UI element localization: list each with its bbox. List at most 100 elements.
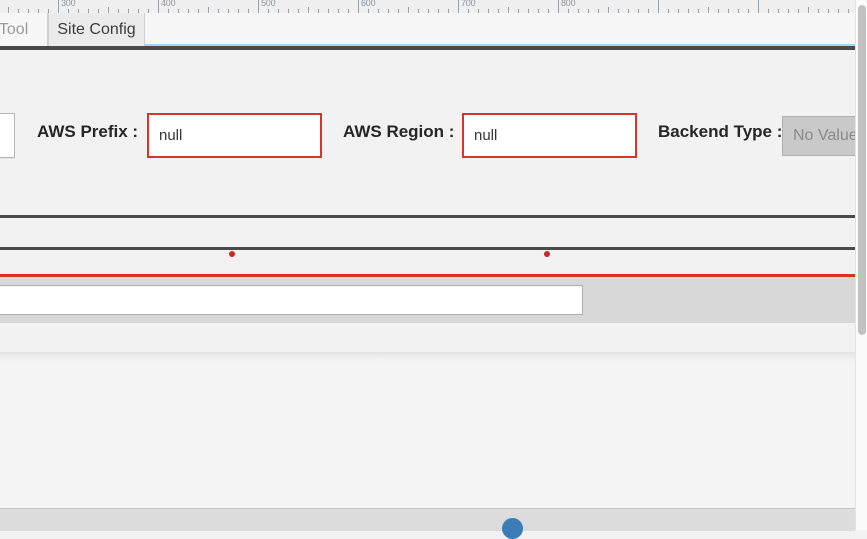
- ruler-tick: [498, 9, 499, 13]
- config-panel: AWS Prefix : null AWS Region : null Back…: [0, 46, 867, 352]
- ruler-label: 400: [161, 0, 176, 8]
- ruler-tick: [48, 9, 49, 13]
- ruler-tick: [318, 9, 319, 13]
- ruler-tick: [248, 9, 249, 13]
- ruler-tick: [278, 9, 279, 13]
- ruler-tick: [778, 9, 779, 13]
- ruler-tick: [8, 7, 9, 13]
- ruler-tick: [688, 9, 689, 13]
- message-band: [0, 277, 855, 323]
- ruler-tick: [288, 9, 289, 13]
- tab-label: y Tool: [0, 20, 29, 38]
- ruler-tick: [508, 7, 509, 13]
- aws-config-form-row: AWS Prefix : null AWS Region : null Back…: [0, 105, 867, 257]
- ruler-tick: [68, 9, 69, 13]
- ruler-tick: [628, 9, 629, 13]
- ruler-tick: [378, 9, 379, 13]
- ruler-tick: [78, 9, 79, 13]
- tab-site-config[interactable]: Site Config: [48, 13, 145, 46]
- aws-region-label: AWS Region :: [343, 122, 455, 141]
- ruler-tick: [518, 9, 519, 13]
- ruler-label: 600: [361, 0, 376, 8]
- ruler-tick: [148, 9, 149, 13]
- backend-type-select[interactable]: No Value: [782, 116, 867, 156]
- ruler-tick: [158, 0, 159, 13]
- ruler-tick: [118, 9, 119, 13]
- info-circle-icon[interactable]: [502, 518, 523, 539]
- previous-field-input[interactable]: [0, 113, 15, 158]
- aws-region-input[interactable]: null: [462, 113, 637, 158]
- ruler-tick: [698, 9, 699, 13]
- ruler-tick: [748, 9, 749, 13]
- ruler-tick: [838, 9, 839, 13]
- ruler-tick: [568, 9, 569, 13]
- ruler-tick: [658, 0, 659, 13]
- ruler-tick: [418, 9, 419, 13]
- ruler-tick: [758, 0, 759, 13]
- ruler-tick: [98, 9, 99, 13]
- ruler-tick: [178, 9, 179, 13]
- backend-type-label: Backend Type :: [658, 122, 783, 141]
- ruler-tick: [238, 9, 239, 13]
- ruler-tick: [228, 9, 229, 13]
- aws-prefix-label: AWS Prefix :: [37, 122, 139, 141]
- ruler-tick: [198, 9, 199, 13]
- lower-content-pane: [0, 352, 855, 508]
- ruler-tick: [638, 9, 639, 13]
- ruler-tick: [328, 9, 329, 13]
- vertical-scrollbar-track[interactable]: [855, 0, 867, 530]
- ruler-tick: [598, 9, 599, 13]
- ruler-tick: [818, 9, 819, 13]
- ruler-tick: [408, 7, 409, 13]
- aws-prefix-input[interactable]: null: [147, 113, 322, 158]
- section-divider-lower: [0, 247, 855, 250]
- ruler-tick: [58, 0, 59, 13]
- ruler-tick: [788, 9, 789, 13]
- ruler-tick: [398, 9, 399, 13]
- ruler-tick: [528, 9, 529, 13]
- section-divider-upper: [0, 215, 855, 218]
- ruler-tick: [188, 9, 189, 13]
- ruler-tick: [468, 9, 469, 13]
- error-divider: [0, 274, 855, 277]
- ruler-tick: [258, 0, 259, 13]
- ruler-tick: [298, 9, 299, 13]
- ruler-tick: [828, 9, 829, 13]
- ruler-label: 300: [61, 0, 76, 8]
- ruler-tick: [738, 9, 739, 13]
- ruler-tick: [708, 7, 709, 13]
- ruler-tick: [538, 9, 539, 13]
- footer-band: [0, 508, 855, 531]
- ruler-tick: [458, 0, 459, 13]
- message-input[interactable]: [0, 285, 583, 315]
- ruler-tick: [358, 0, 359, 13]
- ruler-label: 800: [561, 0, 576, 8]
- ruler-tick: [648, 9, 649, 13]
- ruler-tick: [218, 9, 219, 13]
- ruler-tick: [808, 7, 809, 13]
- tab-bar: y Tool Site Config: [0, 13, 855, 46]
- ruler-tick: [428, 9, 429, 13]
- ruler-tick: [18, 9, 19, 13]
- ruler-tick: [728, 9, 729, 13]
- ruler-tick: [678, 9, 679, 13]
- ruler-tick: [338, 9, 339, 13]
- tab-y-tool[interactable]: y Tool: [0, 13, 48, 46]
- ruler-tick: [438, 9, 439, 13]
- ruler-tick: [478, 9, 479, 13]
- ruler-label: 500: [261, 0, 276, 8]
- ruler-tick: [28, 9, 29, 13]
- ruler-tick: [558, 0, 559, 13]
- ruler-tick: [608, 7, 609, 13]
- vertical-scrollbar-thumb[interactable]: [858, 5, 866, 335]
- ruler-tick: [548, 9, 549, 13]
- tab-label: Site Config: [57, 20, 136, 38]
- ruler-tick: [38, 9, 39, 13]
- ruler-tick: [128, 9, 129, 13]
- ruler-tick: [268, 9, 269, 13]
- ruler-tick: [618, 9, 619, 13]
- ruler-tick: [848, 9, 849, 13]
- ruler-tick: [578, 9, 579, 13]
- ruler-tick: [718, 9, 719, 13]
